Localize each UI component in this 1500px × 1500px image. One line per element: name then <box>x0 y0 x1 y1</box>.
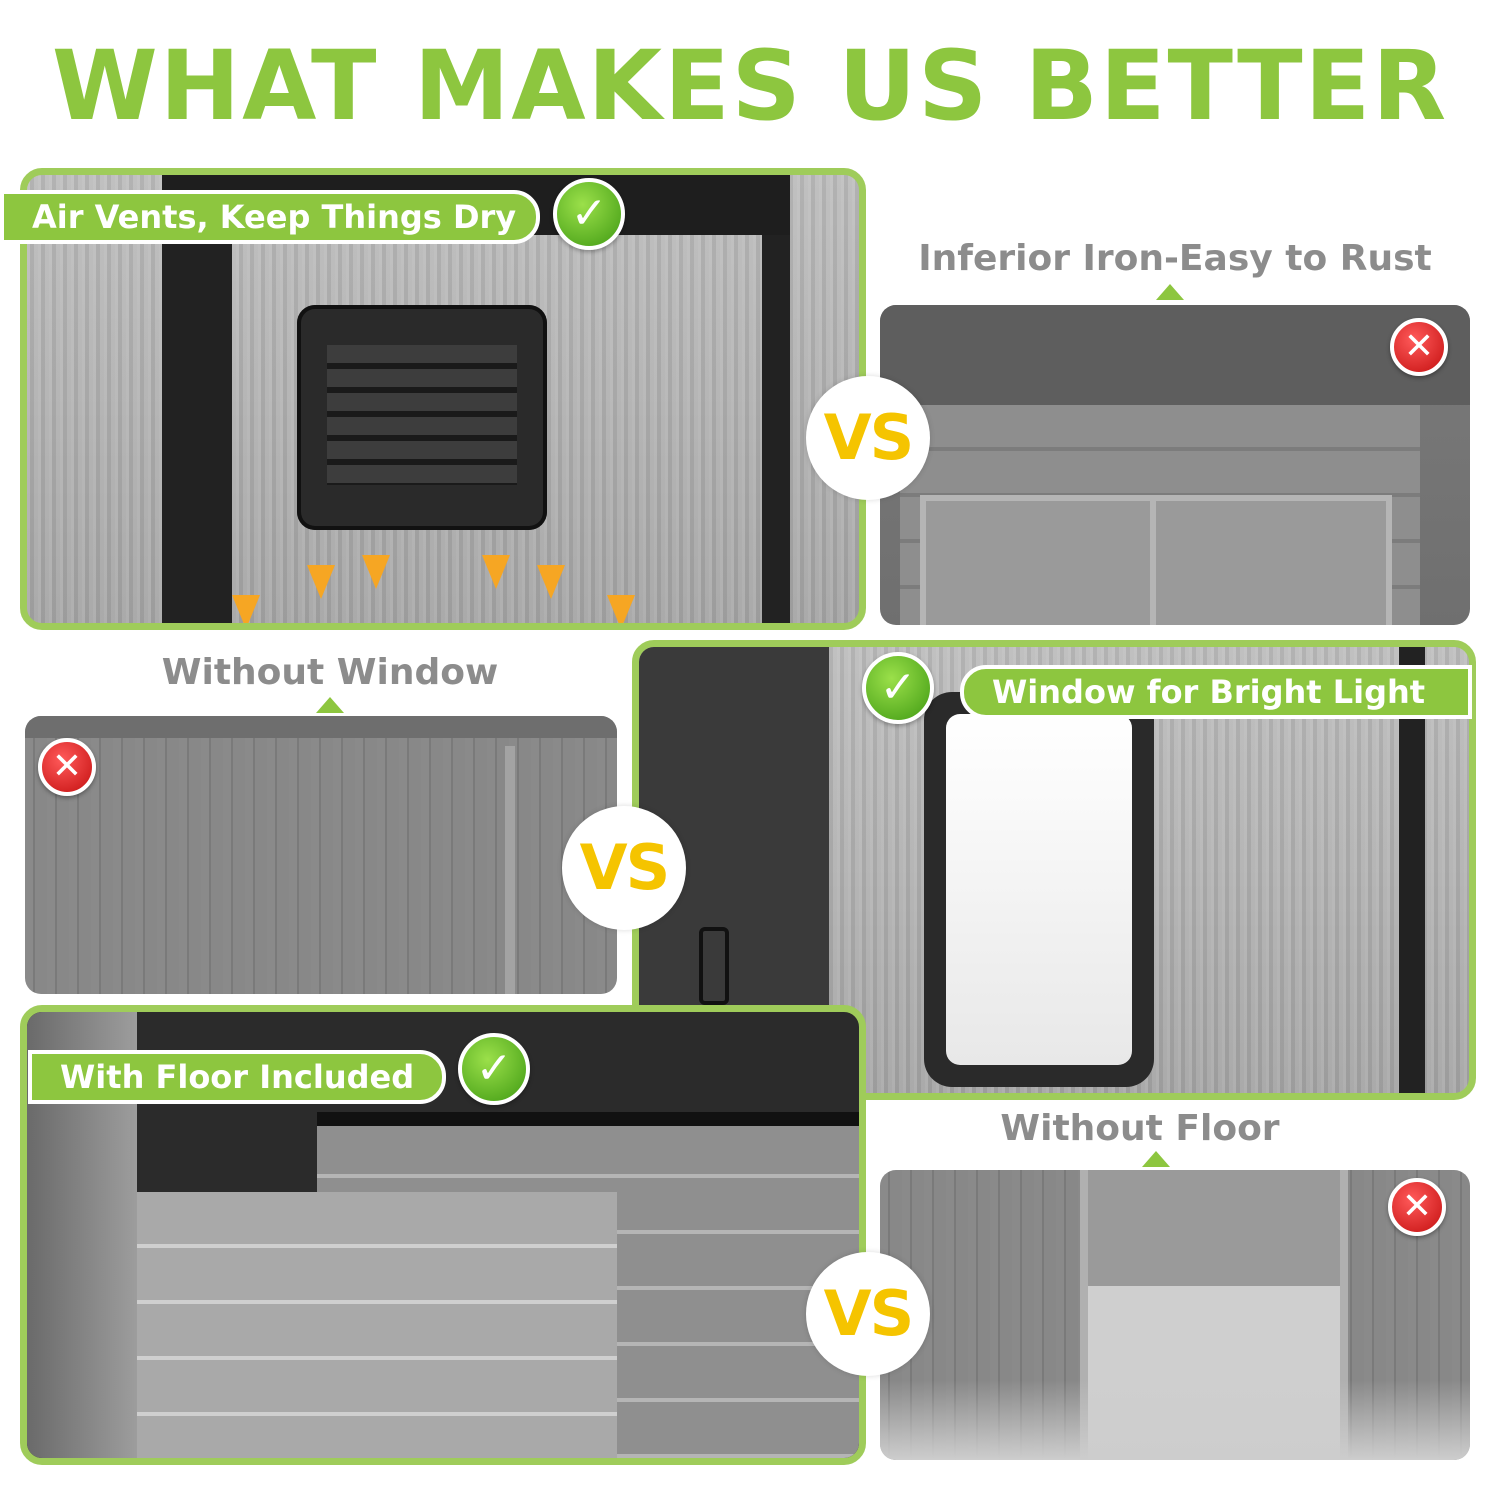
window-label: Window for Bright Light <box>960 665 1472 719</box>
pointer-triangle <box>1156 284 1184 300</box>
without-window-label: Without Window <box>161 652 499 693</box>
window-frame <box>924 692 1154 1087</box>
air-vents-label: Air Vents, Keep Things Dry <box>0 190 540 244</box>
vent-grille <box>297 305 547 530</box>
vs-badge: VS <box>806 376 930 500</box>
airflow-arrow-icon <box>482 555 510 589</box>
airflow-arrow-icon <box>307 565 335 599</box>
without-floor-panel <box>880 1170 1470 1460</box>
vs-badge: VS <box>806 1252 930 1376</box>
airflow-arrow-icon <box>362 555 390 589</box>
inferior-iron-panel <box>880 305 1470 625</box>
airflow-arrow-icon <box>232 595 260 623</box>
cross-icon: ✕ <box>1390 318 1448 376</box>
without-window-panel <box>25 716 617 994</box>
check-icon: ✓ <box>458 1033 530 1105</box>
vs-badge: VS <box>562 806 686 930</box>
pointer-triangle <box>1142 1151 1170 1167</box>
check-icon: ✓ <box>553 178 625 250</box>
window-glass <box>946 714 1132 1065</box>
pointer-triangle <box>316 697 344 713</box>
cross-icon: ✕ <box>38 738 96 796</box>
page-title: WHAT MAKES US BETTER <box>51 30 1449 142</box>
cross-icon: ✕ <box>1388 1178 1446 1236</box>
airflow-arrow-icon <box>537 565 565 599</box>
without-floor-label: Without Floor <box>1000 1108 1280 1149</box>
check-icon: ✓ <box>862 652 934 724</box>
inferior-iron-label: Inferior Iron-Easy to Rust <box>918 238 1432 279</box>
airflow-arrow-icon <box>607 595 635 623</box>
floor-label: With Floor Included <box>28 1050 446 1104</box>
